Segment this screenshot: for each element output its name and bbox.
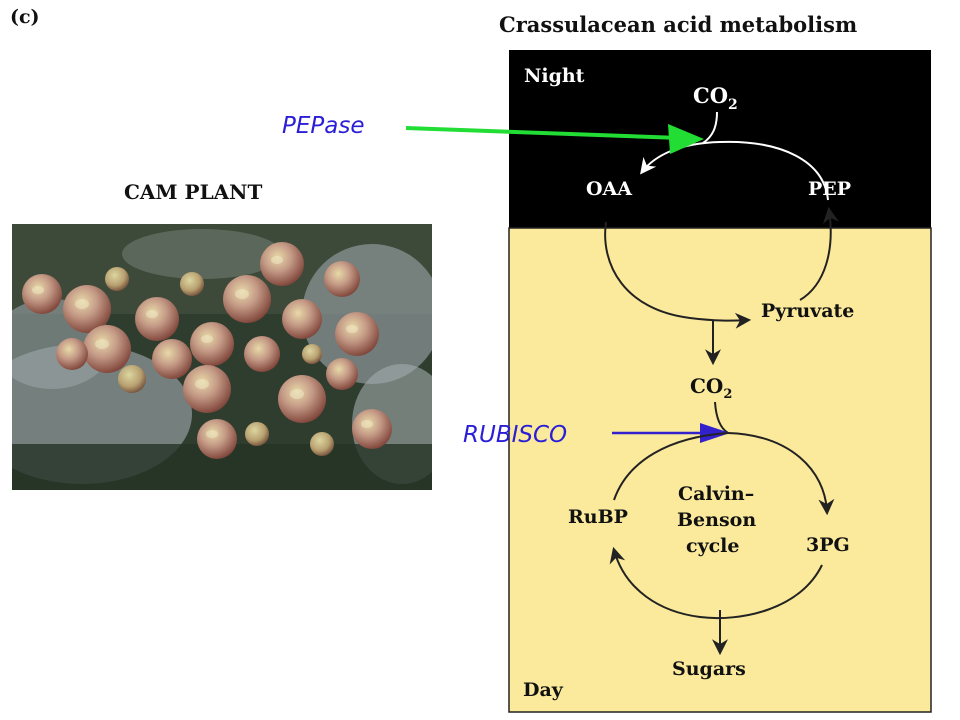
3pg-label: 3PG [806, 534, 850, 556]
rubisco-arrow-head [700, 423, 730, 443]
co2-night-label: CO2 [693, 83, 738, 113]
co2-day-label: CO2 [690, 374, 732, 402]
night-panel [509, 50, 931, 228]
pyruvate-label: Pyruvate [761, 300, 854, 322]
pyruvate-to-pep-arc [799, 206, 839, 301]
cycle-label-line1: Calvin– [678, 483, 754, 505]
co2-night-subscript: 2 [728, 97, 738, 113]
cycle-label-line2: Benson [677, 509, 756, 531]
rosette-cluster [22, 242, 392, 459]
succulent-plant-photo [12, 224, 432, 490]
co2-to-cycle-curve [714, 401, 729, 434]
day-label: Day [523, 679, 564, 701]
co2-entry-curve [702, 111, 718, 144]
cycle-arc-bottom [609, 546, 823, 620]
oaa-to-pyruvate-arc [604, 221, 752, 329]
photo-illustration [12, 224, 432, 490]
plant-title: CAM PLANT [124, 180, 263, 204]
pepase-arrow-head [668, 124, 704, 154]
oaa-label: OAA [586, 178, 632, 200]
cycle-arc-top-left [613, 432, 729, 501]
pep-label: PEP [808, 178, 851, 200]
co2-night-text: CO [693, 83, 728, 108]
cycle-arc-top-right [727, 432, 835, 516]
night-arc-arrow [640, 140, 829, 201]
co2-day-text: CO [690, 374, 723, 398]
sugars-label: Sugars [672, 658, 746, 680]
rubp-label: RuBP [568, 506, 628, 528]
rubisco-label: RUBISCO [463, 422, 567, 448]
panel-label: (c) [10, 6, 40, 28]
cycle-label-line3: cycle [686, 535, 739, 557]
co2-day-subscript: 2 [723, 387, 732, 402]
pepase-label: PEPase [282, 113, 365, 139]
pepase-arrow-line [405, 126, 681, 140]
night-label: Night [524, 65, 585, 87]
diagram-title: Crassulacean acid metabolism [499, 12, 858, 37]
